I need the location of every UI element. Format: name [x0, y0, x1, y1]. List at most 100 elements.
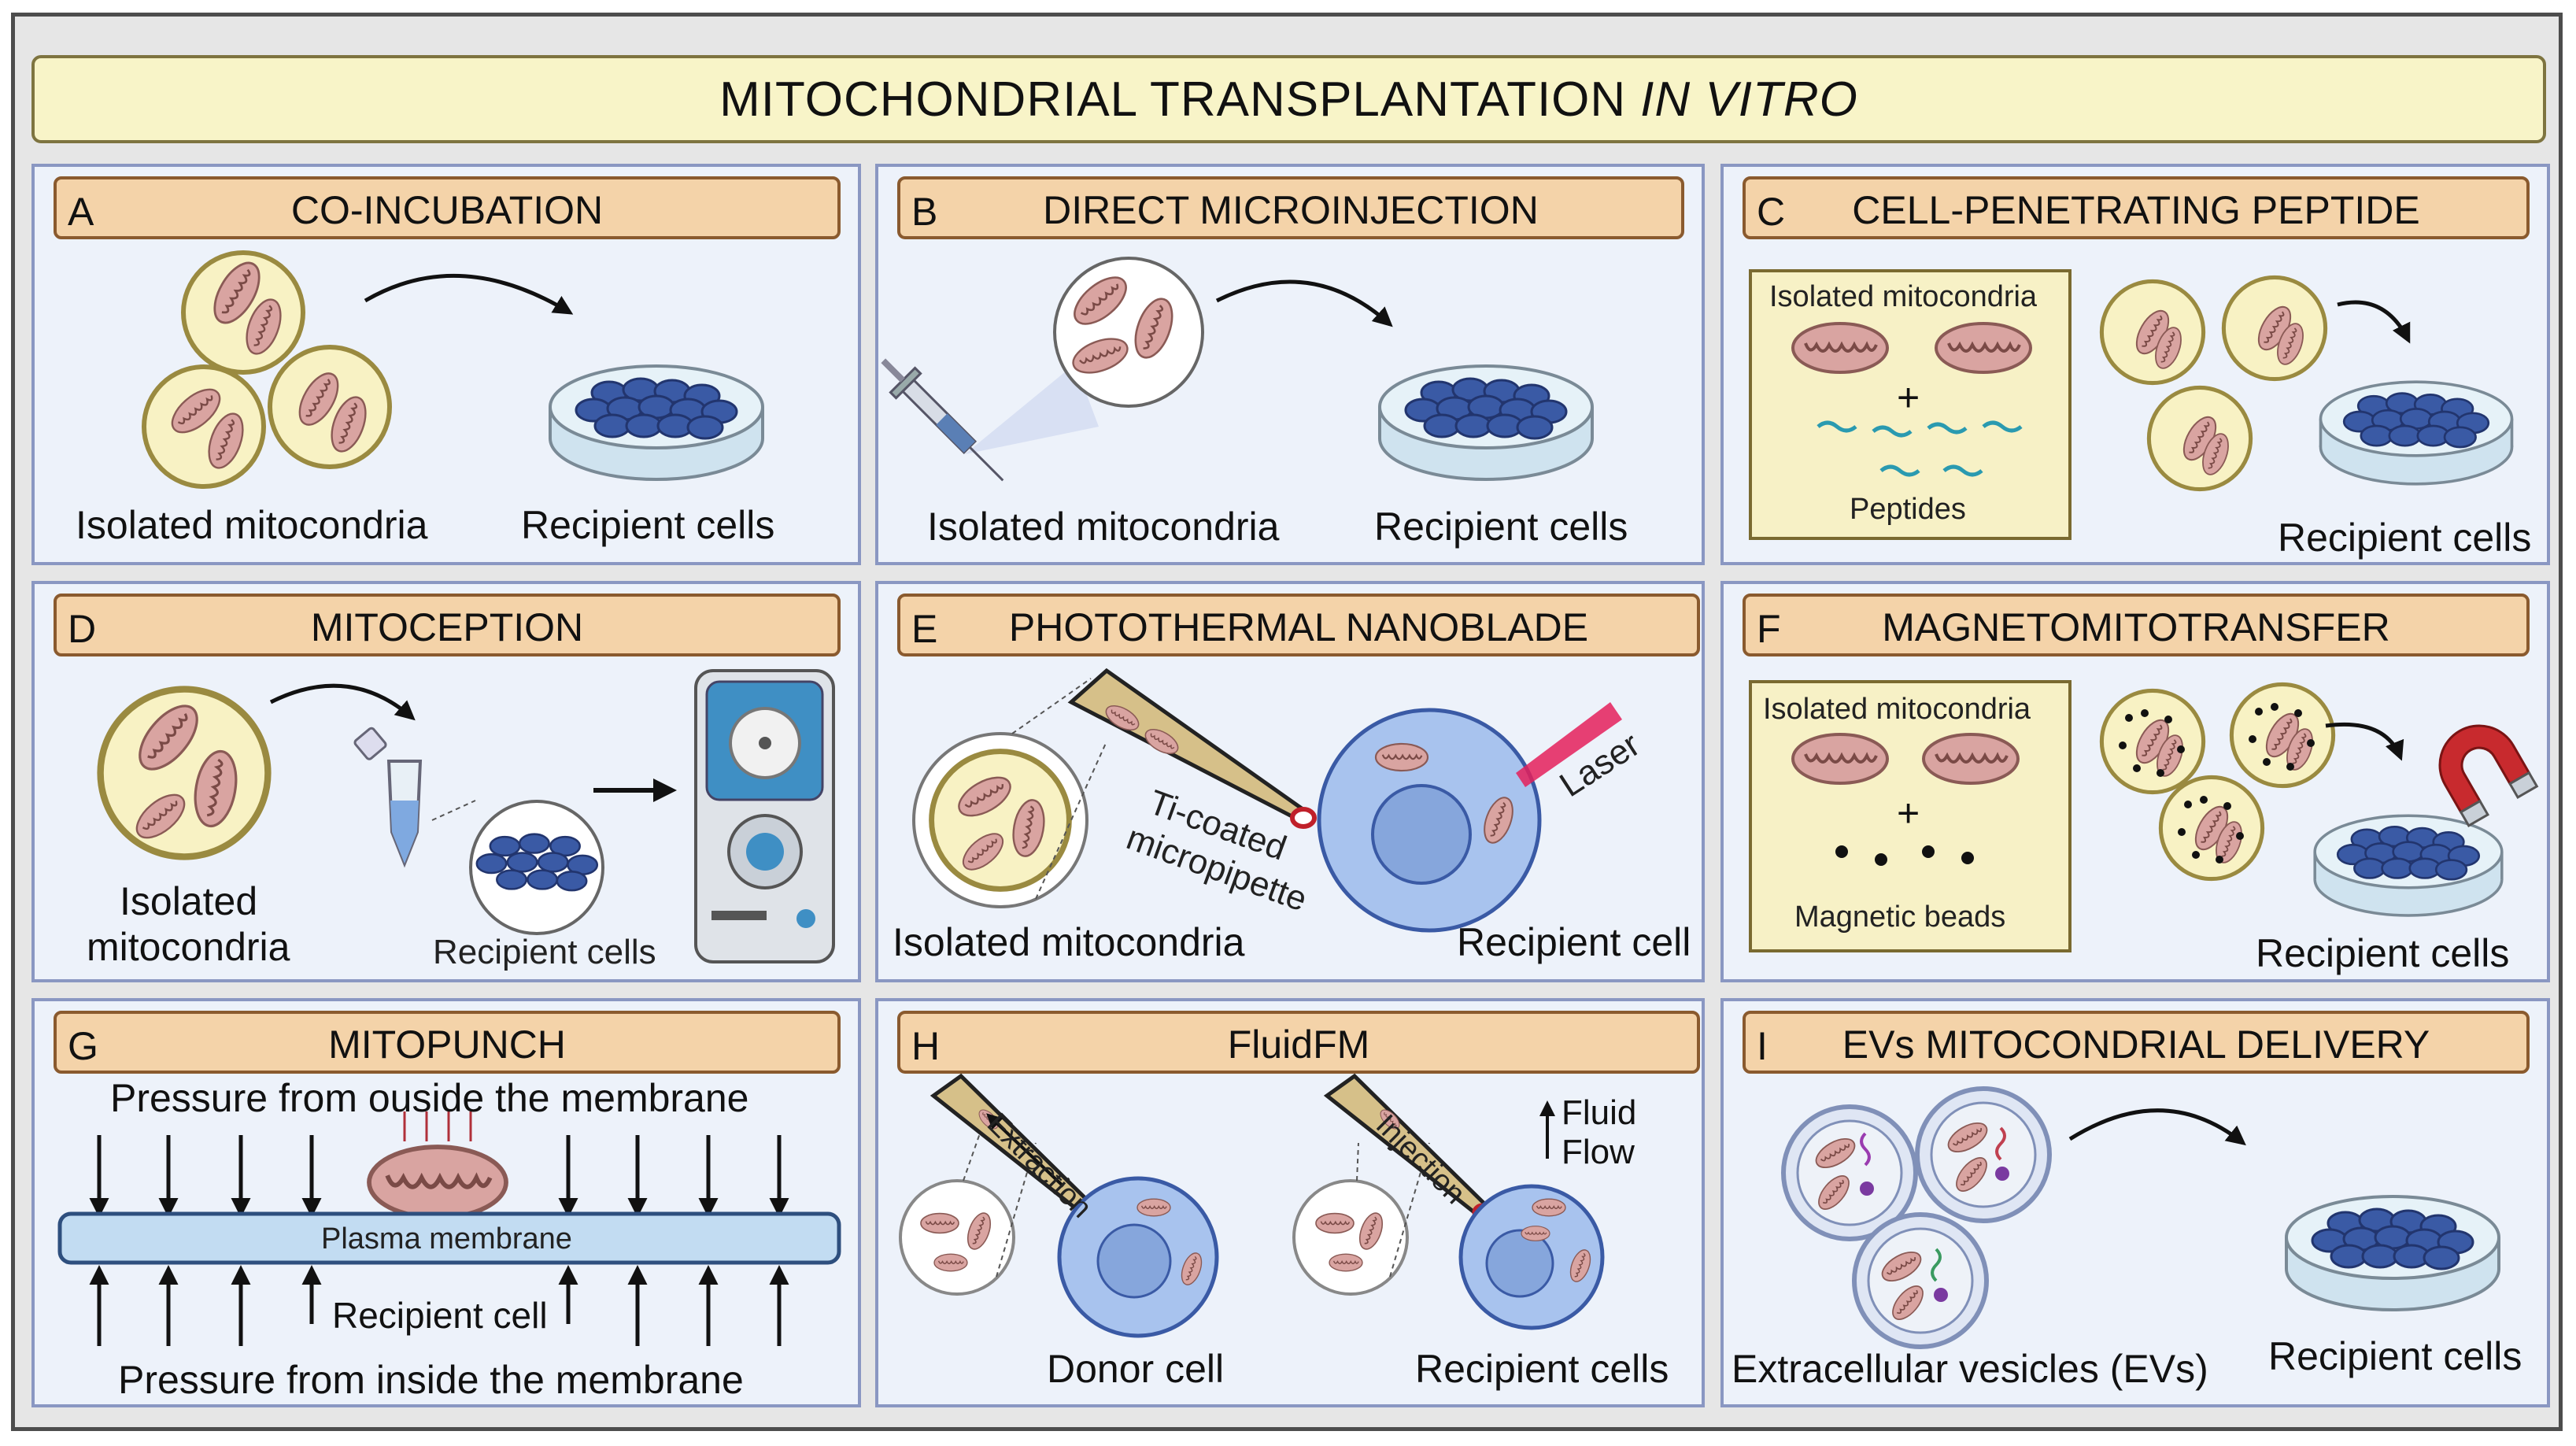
extracellular-vesicle-icon — [1781, 1104, 1918, 1241]
panel-h-left-label: Donor cell — [1047, 1347, 1225, 1391]
mitochondria-icon — [2149, 387, 2250, 489]
panel-e-art — [912, 668, 1622, 933]
panel-c-art — [1749, 269, 2550, 540]
panel-a-header: A CO-INCUBATION — [54, 176, 841, 239]
panel-b-art — [881, 257, 1705, 482]
extracellular-vesicle-icon — [1915, 1086, 2052, 1223]
panel-f-letter: F — [1757, 607, 1781, 651]
arrow-icon — [1215, 279, 1393, 327]
mitochondria-icon — [270, 347, 390, 467]
panel-f-header: F MAGNETOMITOTRANSFER — [1743, 594, 2530, 656]
panel-f-right-label: Recipient cells — [2256, 931, 2510, 975]
panel-i: I EVs MITOCONDRIAL DELIVERY Extracellula… — [1720, 998, 2550, 1407]
panel-b-title: DIRECT MICROINJECTION — [1043, 188, 1539, 232]
panel-g-art — [57, 1111, 841, 1346]
mitochondria-icon — [144, 367, 264, 486]
mitochondria-icon — [2101, 690, 2203, 792]
panel-g-header: G MITOPUNCH — [54, 1011, 841, 1074]
laser-icon — [1516, 702, 1622, 787]
extracellular-vesicle-icon — [1852, 1212, 1989, 1349]
panel-i-art — [1781, 1086, 2550, 1349]
panel-a: A CO-INCUBATION Isolated mitocondria Rec… — [31, 164, 861, 565]
panel-c-right-label: Recipient cells — [2278, 516, 2532, 560]
panel-f-title: MAGNETOMITOTRANSFER — [1882, 605, 2390, 649]
arrow-icon — [269, 683, 416, 721]
panel-f-art — [1749, 680, 2539, 952]
mitochondria-icon — [2231, 684, 2333, 786]
panel-c-title: CELL-PENETRATING PEPTIDE — [1852, 188, 2420, 232]
mitochondria-icon — [183, 253, 303, 372]
peptide-icon — [1817, 420, 2023, 477]
panel-h-header: H FluidFM — [897, 1011, 1700, 1074]
panel-a-left-label: Isolated mitocondria — [76, 503, 428, 547]
panel-h: H FluidFM Extraction Injection Fluid Flo… — [875, 998, 1705, 1407]
panel-h-art — [899, 1073, 1605, 1338]
arrow-icon — [2337, 300, 2411, 344]
petri-dish-icon — [2315, 815, 2502, 915]
panel-c-box-top: Isolated mitocondria — [1769, 280, 2038, 313]
panel-b: B DIRECT MICROINJECTION Isolated mitocon… — [875, 164, 1705, 565]
petri-dish-icon — [550, 366, 763, 479]
panel-c-plus: + — [1897, 375, 1920, 420]
mitochondria-icon — [2101, 281, 2203, 383]
panel-d-left-label-2: mitocondria — [87, 925, 290, 969]
panel-c-box-bottom: Peptides — [1850, 493, 1966, 526]
panel-e-title: PHOTOTHERMAL NANOBLADE — [1008, 605, 1589, 649]
mitochondria-icon — [369, 1147, 506, 1218]
mitochondria-icon — [932, 752, 1070, 889]
panel-g-letter: G — [68, 1024, 98, 1068]
panel-h-right-label: Recipient cells — [1415, 1347, 1669, 1391]
panel-i-left-label: Extracellular vesicles (EVs) — [1732, 1347, 2208, 1391]
panel-h-flow-2: Flow — [1561, 1133, 1635, 1171]
panel-h-letter: H — [911, 1024, 941, 1068]
panel-f-box-bottom: Magnetic beads — [1794, 901, 2006, 934]
panel-i-right-label: Recipient cells — [2268, 1334, 2522, 1378]
panel-e-left-label: Isolated mitocondria — [893, 920, 1245, 964]
panel-g-bottom-text: Pressure from inside the membrane — [118, 1358, 744, 1402]
petri-dish-icon — [2286, 1196, 2499, 1310]
syringe-icon — [881, 358, 1004, 482]
panel-d-art — [35, 669, 835, 963]
panel-b-left-label: Isolated mitocondria — [927, 505, 1280, 549]
main-title-text: MITOCHONDRIAL TRANSPLANTATION — [719, 72, 1627, 127]
panel-g-cell: Recipient cell — [332, 1295, 548, 1336]
panel-c-letter: C — [1757, 190, 1786, 234]
main-title-italic: IN VITRO — [1640, 72, 1858, 127]
panel-g-membrane: Plasma membrane — [321, 1222, 572, 1256]
mitochondria-icon — [2223, 277, 2325, 379]
panel-a-right-label: Recipient cells — [521, 503, 775, 547]
centrifuge-icon — [694, 669, 835, 963]
panel-f-box-top: Isolated mitocondria — [1763, 693, 2031, 726]
panel-b-right-label: Recipient cells — [1374, 505, 1628, 549]
panel-i-letter: I — [1757, 1024, 1768, 1068]
petri-dish-icon — [2321, 382, 2512, 484]
panel-d-left-label-1: Isolated — [120, 879, 258, 923]
micropipette-icon — [1067, 668, 1317, 829]
panel-a-title: CO-INCUBATION — [290, 188, 604, 232]
magnet-icon — [2438, 724, 2539, 828]
arrow-icon — [364, 273, 574, 315]
panel-c: C CELL-PENETRATING PEPTIDE Isolated mito… — [1720, 164, 2550, 565]
panel-e-letter: E — [911, 607, 938, 651]
mitochondria-icon — [2160, 777, 2262, 878]
panel-f: F MAGNETOMITOTRANSFER Isolated mitocondr… — [1720, 581, 2550, 982]
panel-h-flow-1: Fluid — [1561, 1093, 1637, 1132]
arrow-icon — [2325, 722, 2404, 761]
panel-e: E PHOTOTHERMAL NANOBLADE Ti-coated micro… — [875, 581, 1705, 982]
panel-d-letter: D — [68, 607, 97, 651]
panel-e-right-label: Recipient cell — [1457, 920, 1691, 964]
panel-i-title: EVs MITOCONDRIAL DELIVERY — [1842, 1023, 2430, 1067]
panel-d-header: D MITOCEPTION — [54, 594, 841, 656]
petri-dish-icon — [1380, 366, 1592, 479]
panel-g: G MITOPUNCH Pressure from ouside the mem… — [31, 998, 861, 1407]
panel-g-title: MITOPUNCH — [328, 1023, 566, 1067]
panel-a-art — [35, 167, 861, 565]
main-title: MITOCHONDRIAL TRANSPLANTATION IN VITRO — [31, 55, 2546, 143]
eppendorf-tube-icon — [353, 727, 423, 868]
panel-d-right-label: Recipient cells — [433, 933, 656, 971]
panel-i-header: I EVs MITOCONDRIAL DELIVERY — [1743, 1011, 2530, 1074]
panel-a-letter: A — [68, 190, 94, 234]
panel-g-top-text: Pressure from ouside the membrane — [110, 1076, 749, 1120]
panel-h-title: FluidFM — [1227, 1023, 1370, 1067]
panel-f-plus: + — [1897, 791, 1920, 835]
